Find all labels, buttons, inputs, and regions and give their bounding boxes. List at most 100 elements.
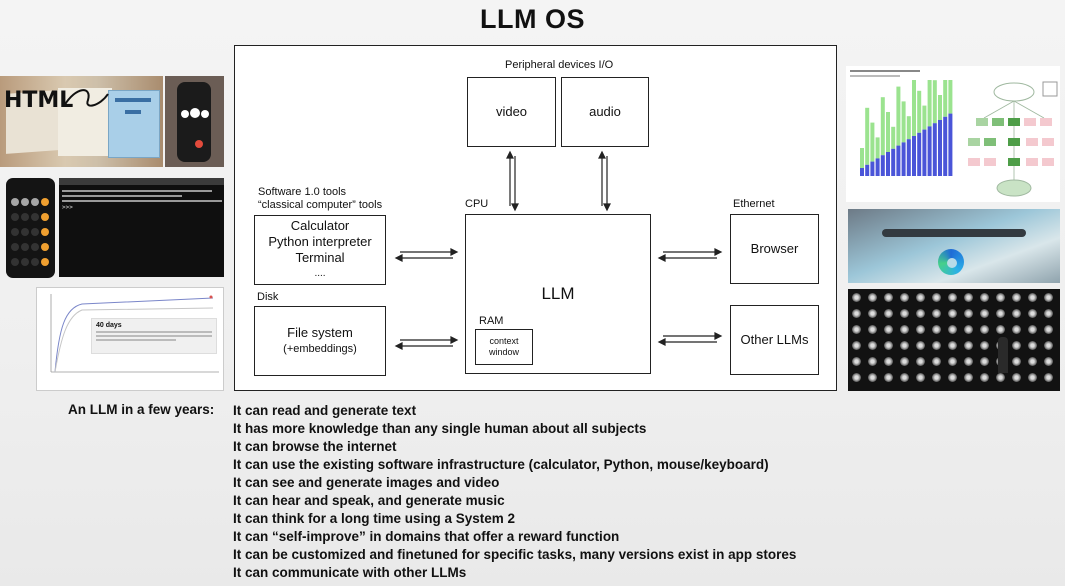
calculator-key	[31, 228, 39, 236]
benchmark-bar-green	[860, 148, 864, 168]
app-icon	[852, 341, 861, 350]
app-icon	[980, 341, 989, 350]
capability-item: It can think for a long time using a Sys…	[233, 511, 516, 526]
app-icon	[916, 357, 925, 366]
software-label-line1: Software 1.0 tools	[258, 186, 347, 198]
benchmark-bar-green	[938, 95, 942, 120]
app-icon	[884, 293, 893, 302]
chart-note-box: 40 days	[91, 318, 217, 354]
calculator-key	[31, 213, 39, 221]
app-icon	[1028, 309, 1037, 318]
app-icon	[932, 309, 941, 318]
app-icon	[868, 357, 877, 366]
edge-logo-icon	[938, 249, 964, 275]
capability-item: It can be customized and finetuned for s…	[233, 547, 797, 562]
chart-note-title: 40 days	[96, 322, 122, 329]
llm-label: LLM	[541, 284, 575, 303]
app-icon	[964, 309, 973, 318]
benchmark-chart-and-tree	[846, 66, 1060, 202]
app-icon	[900, 309, 909, 318]
benchmark-bar-blue	[948, 113, 953, 176]
other-llms-box: Other LLMs	[730, 305, 819, 375]
llm-future-label: An LLM in a few years:	[68, 402, 215, 417]
app-icon	[980, 325, 989, 334]
benchmark-bar-blue	[875, 158, 880, 176]
browser-search-bar	[882, 229, 1026, 237]
tool-python-interpreter: Python interpreter	[268, 234, 372, 249]
benchmark-bar-blue	[880, 155, 885, 176]
benchmark-bar-green	[917, 90, 922, 133]
app-icon	[932, 357, 941, 366]
app-icon	[964, 357, 973, 366]
software-label-line2: “classical computer” tools	[258, 199, 383, 211]
benchmark-bar-blue	[896, 145, 901, 176]
app-icon	[1044, 309, 1053, 318]
disk-label: Disk	[257, 291, 279, 303]
cpu-label: CPU	[465, 198, 489, 210]
app-icon	[1028, 373, 1037, 382]
app-icon	[1012, 373, 1021, 382]
app-icon	[852, 309, 861, 318]
app-icon	[884, 341, 893, 350]
app-icon	[948, 309, 957, 318]
app-icon	[868, 309, 877, 318]
app-icon	[900, 341, 909, 350]
alphazero-curve	[50, 294, 219, 373]
benchmark-bar-blue	[906, 139, 911, 176]
edge-browser-screenshot	[848, 209, 1060, 283]
app-icon	[1028, 357, 1037, 366]
gpt-store-stage-photo	[848, 289, 1060, 391]
browser-box: Browser	[730, 214, 819, 284]
llm-os-diagram: Peripheral devices I/O video audio Softw…	[234, 45, 837, 391]
benchmark-bar-blue	[860, 168, 864, 176]
app-icon	[900, 293, 909, 302]
calculator-key	[21, 258, 29, 266]
app-icon	[1044, 293, 1053, 302]
capability-item: It can read and generate text	[233, 403, 417, 418]
context-window-box: context window	[475, 329, 533, 365]
app-icon	[1012, 309, 1021, 318]
slide-title: LLM OS	[480, 4, 585, 34]
capability-item: It can “self-improve” in domains that of…	[233, 529, 620, 544]
capability-item: It can browse the internet	[233, 439, 397, 454]
app-icon	[932, 341, 941, 350]
calculator-key	[41, 228, 49, 236]
calculator-key	[31, 258, 39, 266]
context-label: context	[489, 336, 519, 346]
app-icon	[852, 357, 861, 366]
app-icon	[852, 325, 861, 334]
benchmark-bar-green	[896, 86, 901, 146]
benchmark-bars	[860, 80, 953, 176]
software-tools-label: Software 1.0 tools “classical computer” …	[258, 186, 382, 212]
benchmark-bar-green	[922, 105, 927, 130]
benchmark-bar-blue	[886, 152, 890, 176]
app-icon	[1012, 293, 1021, 302]
terminal-window: >>>	[59, 178, 224, 277]
benchmark-bar-blue	[927, 126, 932, 176]
app-icon	[1044, 373, 1053, 382]
calculator-key	[31, 243, 39, 251]
app-icon	[980, 309, 989, 318]
terminal-titlebar	[59, 178, 224, 185]
benchmark-bar-green	[906, 116, 911, 140]
benchmark-bar-blue	[943, 116, 948, 176]
benchmark-bar-green	[880, 97, 885, 156]
benchmark-bar-green	[912, 80, 916, 136]
benchmark-bar-blue	[870, 161, 875, 176]
app-icon	[916, 373, 925, 382]
video-box: video	[467, 77, 556, 147]
calculator-phone	[6, 178, 55, 278]
app-icon	[916, 293, 925, 302]
app-icon	[1028, 325, 1037, 334]
calculator-key	[41, 258, 49, 266]
app-icon	[964, 293, 973, 302]
capability-item: It can communicate with other LLMs	[233, 565, 467, 580]
calculator-key	[21, 228, 29, 236]
app-icon	[884, 357, 893, 366]
app-icon	[932, 293, 941, 302]
peripheral-devices-label: Peripheral devices I/O	[505, 59, 614, 71]
app-icon	[916, 309, 925, 318]
ethernet-label: Ethernet	[733, 198, 775, 210]
app-icon	[964, 341, 973, 350]
app-icon	[980, 293, 989, 302]
